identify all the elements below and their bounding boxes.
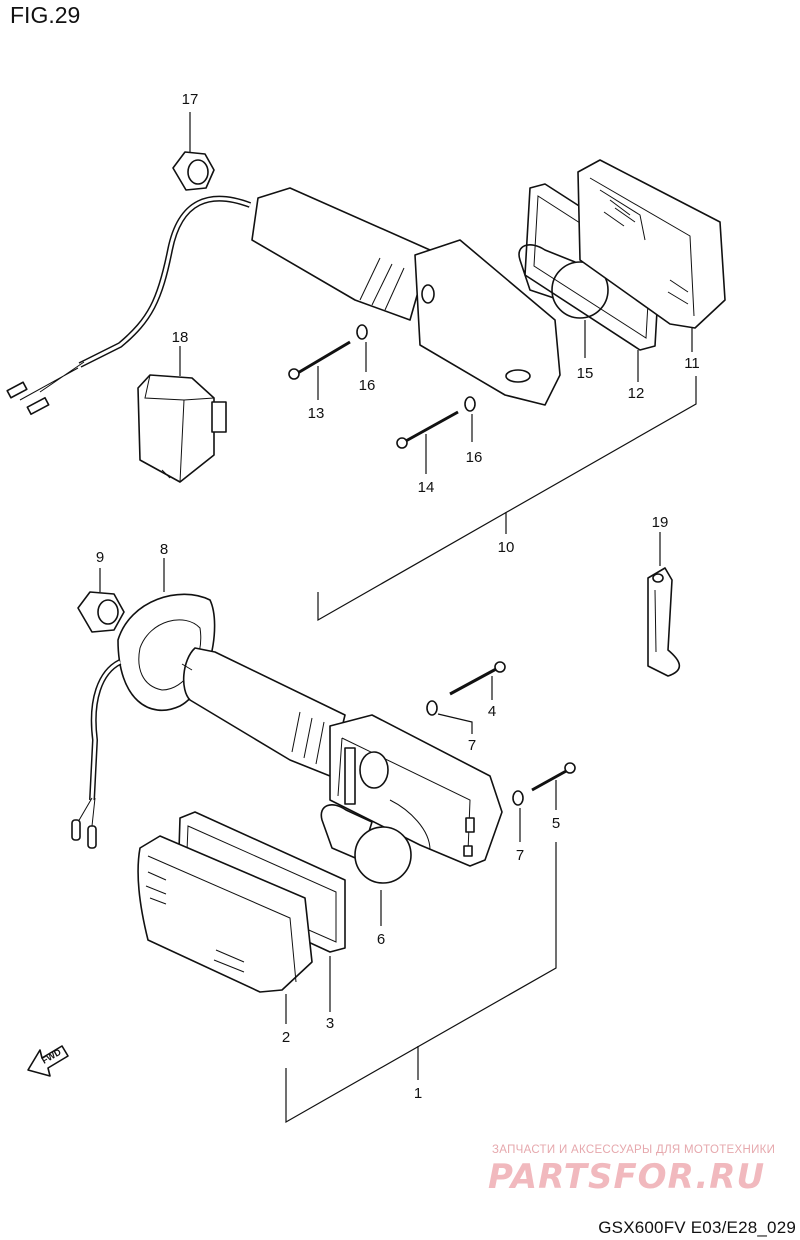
leader-10 <box>317 376 697 622</box>
part-number-4: 4 <box>488 703 496 720</box>
part-number-5: 5 <box>552 815 560 832</box>
wire-harness-lower <box>71 659 122 849</box>
part-number-1: 1 <box>414 1085 422 1102</box>
turn-signal-housing-lower <box>181 647 503 867</box>
turn-signal-housing-upper <box>251 187 561 406</box>
nut-17 <box>172 112 215 191</box>
screw-4 <box>449 661 506 700</box>
part-number-16a: 16 <box>359 377 376 394</box>
lens-11 <box>577 159 726 352</box>
screw-5 <box>531 762 576 810</box>
part-number-12: 12 <box>628 385 645 402</box>
part-number-14: 14 <box>418 479 435 496</box>
part-number-8: 8 <box>160 541 168 558</box>
wire-harness-upper <box>6 195 252 416</box>
part-number-7a: 7 <box>468 737 476 754</box>
part-number-11: 11 <box>684 355 700 372</box>
relay-18 <box>137 346 227 483</box>
part-number-7b: 7 <box>516 847 524 864</box>
part-number-10: 10 <box>498 539 515 556</box>
screw-14 <box>396 410 459 474</box>
part-number-2: 2 <box>282 1029 290 1046</box>
bracket-19 <box>647 532 681 677</box>
nut-9 <box>77 568 125 633</box>
part-number-17: 17 <box>182 91 199 108</box>
part-number-18: 18 <box>172 329 189 346</box>
part-number-15: 15 <box>577 365 594 382</box>
washer-7b <box>512 790 524 842</box>
washer-7a <box>426 700 473 734</box>
washer-16b <box>464 396 476 442</box>
part-number-3: 3 <box>326 1015 334 1032</box>
part-number-13: 13 <box>308 405 325 422</box>
leader-1 <box>285 842 557 1124</box>
part-number-6: 6 <box>377 931 385 948</box>
part-numbers: 17 18 13 16 16 14 15 12 11 10 9 8 19 4 7… <box>96 91 700 1102</box>
watermark-brand: PARTSFOR.RU <box>488 1157 766 1197</box>
watermark-tagline: ЗАПЧАСТИ И АКСЕССУАРЫ ДЛЯ МОТОТЕХНИКИ <box>492 1144 776 1156</box>
part-number-19: 19 <box>652 514 669 531</box>
lens-2 <box>137 835 313 1024</box>
part-number-16b: 16 <box>466 449 483 466</box>
part-number-9: 9 <box>96 549 104 566</box>
fwd-arrow-icon: FWD <box>27 1045 69 1077</box>
figure-title: FIG.29 <box>10 2 81 28</box>
bulb-6 <box>320 804 412 926</box>
screw-13 <box>288 340 351 400</box>
model-code: GSX600FV E03/E28_029 <box>598 1218 796 1237</box>
washer-16a <box>356 324 368 372</box>
